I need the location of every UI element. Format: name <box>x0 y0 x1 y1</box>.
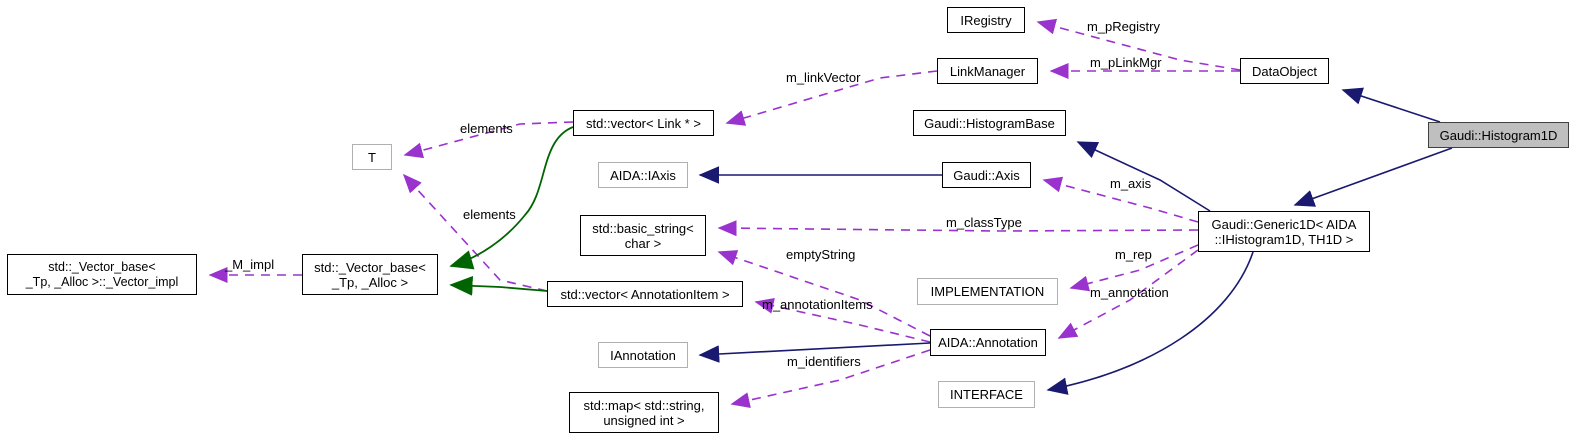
edge-emptyString <box>717 250 931 337</box>
node-template-param-implementation[interactable]: IMPLEMENTATION <box>917 278 1058 305</box>
node-gaudi-axis[interactable]: Gaudi::Axis <box>942 162 1031 188</box>
edge-label-m-annotationitems: m_annotationItems <box>762 297 873 312</box>
node-gaudi-generic1d[interactable]: Gaudi::Generic1D< AIDA ::IHistogram1D, T… <box>1198 211 1370 252</box>
edge-label-m-rep: m_rep <box>1115 247 1152 262</box>
edge-m_linkVector <box>725 70 938 126</box>
node-std-map-string-uint[interactable]: std::map< std::string, unsigned int > <box>569 392 719 433</box>
node-linkmanager[interactable]: LinkManager <box>937 58 1038 84</box>
node-std-basic-string[interactable]: std::basic_string< char > <box>580 215 706 256</box>
edge-label-m-plinkmgr: m_pLinkMgr <box>1090 55 1162 70</box>
edge-label-m-pregistry: m_pRegistry <box>1087 19 1160 34</box>
node-std-vector-base[interactable]: std::_Vector_base< _Tp, _Alloc > <box>302 254 438 295</box>
edge-elements-top <box>403 121 574 159</box>
edge-m_classType <box>717 220 1199 237</box>
usage-edges <box>208 18 1241 408</box>
edge-m_rep <box>1069 244 1199 292</box>
edge-histogram1d-to-dataobject <box>1341 87 1441 123</box>
node-std-vector-annotationitem[interactable]: std::vector< AnnotationItem > <box>547 281 743 307</box>
node-dataobject[interactable]: DataObject <box>1240 58 1329 84</box>
inheritance-edges <box>698 87 1453 395</box>
edge-label-m-identifiers: m_identifiers <box>787 354 861 369</box>
edge-generic1d-to-histogrambase <box>1076 141 1211 212</box>
edge-label-m-classtype: m_classType <box>946 215 1022 230</box>
edge-label-m-linkvector: m_linkVector <box>786 70 861 85</box>
edge-m_annotationItems <box>754 297 931 343</box>
node-gaudi-histogrambase[interactable]: Gaudi::HistogramBase <box>913 110 1066 136</box>
edge-label-emptystring: emptyString <box>786 247 856 262</box>
node-std-vector-base-vector-impl[interactable]: std::_Vector_base< _Tp, _Alloc >::_Vecto… <box>7 254 197 295</box>
edge-vector-link-to-vector-base <box>449 126 574 270</box>
node-aida-iaxis[interactable]: AIDA::IAxis <box>598 162 688 188</box>
edge-generic1d-to-interface <box>1046 251 1254 395</box>
edge-histogram1d-to-generic1d <box>1293 147 1453 207</box>
node-template-param-interface[interactable]: INTERFACE <box>938 381 1035 408</box>
node-std-vector-link[interactable]: std::vector< Link * > <box>573 110 714 136</box>
edge-label-elements-bottom: elements <box>463 207 516 222</box>
edge-aida-annotation-to-iannotation <box>698 342 931 363</box>
edge-m_annotation <box>1057 249 1199 339</box>
edge-m_axis <box>1042 176 1199 223</box>
node-aida-annotation[interactable]: AIDA::Annotation <box>930 329 1046 356</box>
edge-vector-annitem-to-vector-base <box>449 275 548 296</box>
edge-elements-bottom <box>402 173 548 292</box>
edge-label-m-annotation: m_annotation <box>1090 285 1169 300</box>
edge-label-m-axis: m_axis <box>1110 176 1152 191</box>
edge-m_pRegistry <box>1036 18 1241 71</box>
node-template-param-t[interactable]: T <box>352 144 392 170</box>
node-gaudi-histogram1d[interactable]: Gaudi::Histogram1D <box>1428 122 1569 148</box>
template-inheritance-edges <box>449 126 574 296</box>
edge-label-m-impl: _M_impl <box>225 257 275 272</box>
edge-m_identifiers <box>730 349 931 408</box>
edge-label-elements-top: elements <box>460 121 513 136</box>
node-iregistry[interactable]: IRegistry <box>947 7 1025 33</box>
node-iannotation[interactable]: IAnnotation <box>598 342 688 368</box>
